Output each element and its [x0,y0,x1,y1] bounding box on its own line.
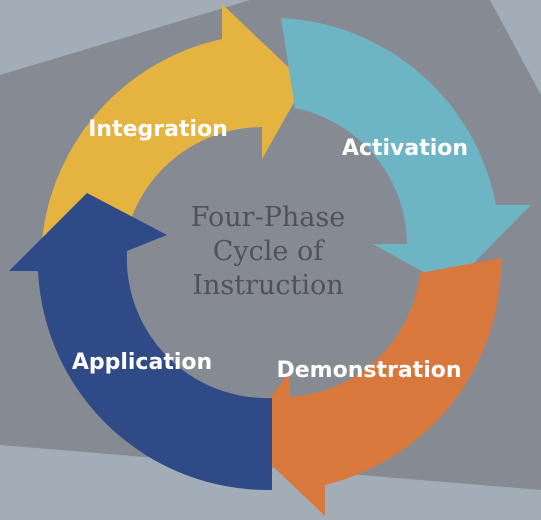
center-title-line-1: Four-Phase [191,202,345,233]
integration-label: Integration [88,117,228,142]
application-arrow [9,193,272,491]
center-title-line-3: Instruction [192,270,343,301]
integration-arrow [42,4,305,240]
activation-label: Activation [342,136,468,161]
center-title-line-2: Cycle of [213,236,325,267]
backdrop-shape-top-right [490,0,541,95]
demonstration-arrow [242,258,502,516]
activation-arrow [281,18,531,287]
backdrop-shape-top-left [0,0,250,75]
application-label: Application [72,350,212,375]
demonstration-label: Demonstration [276,358,461,383]
